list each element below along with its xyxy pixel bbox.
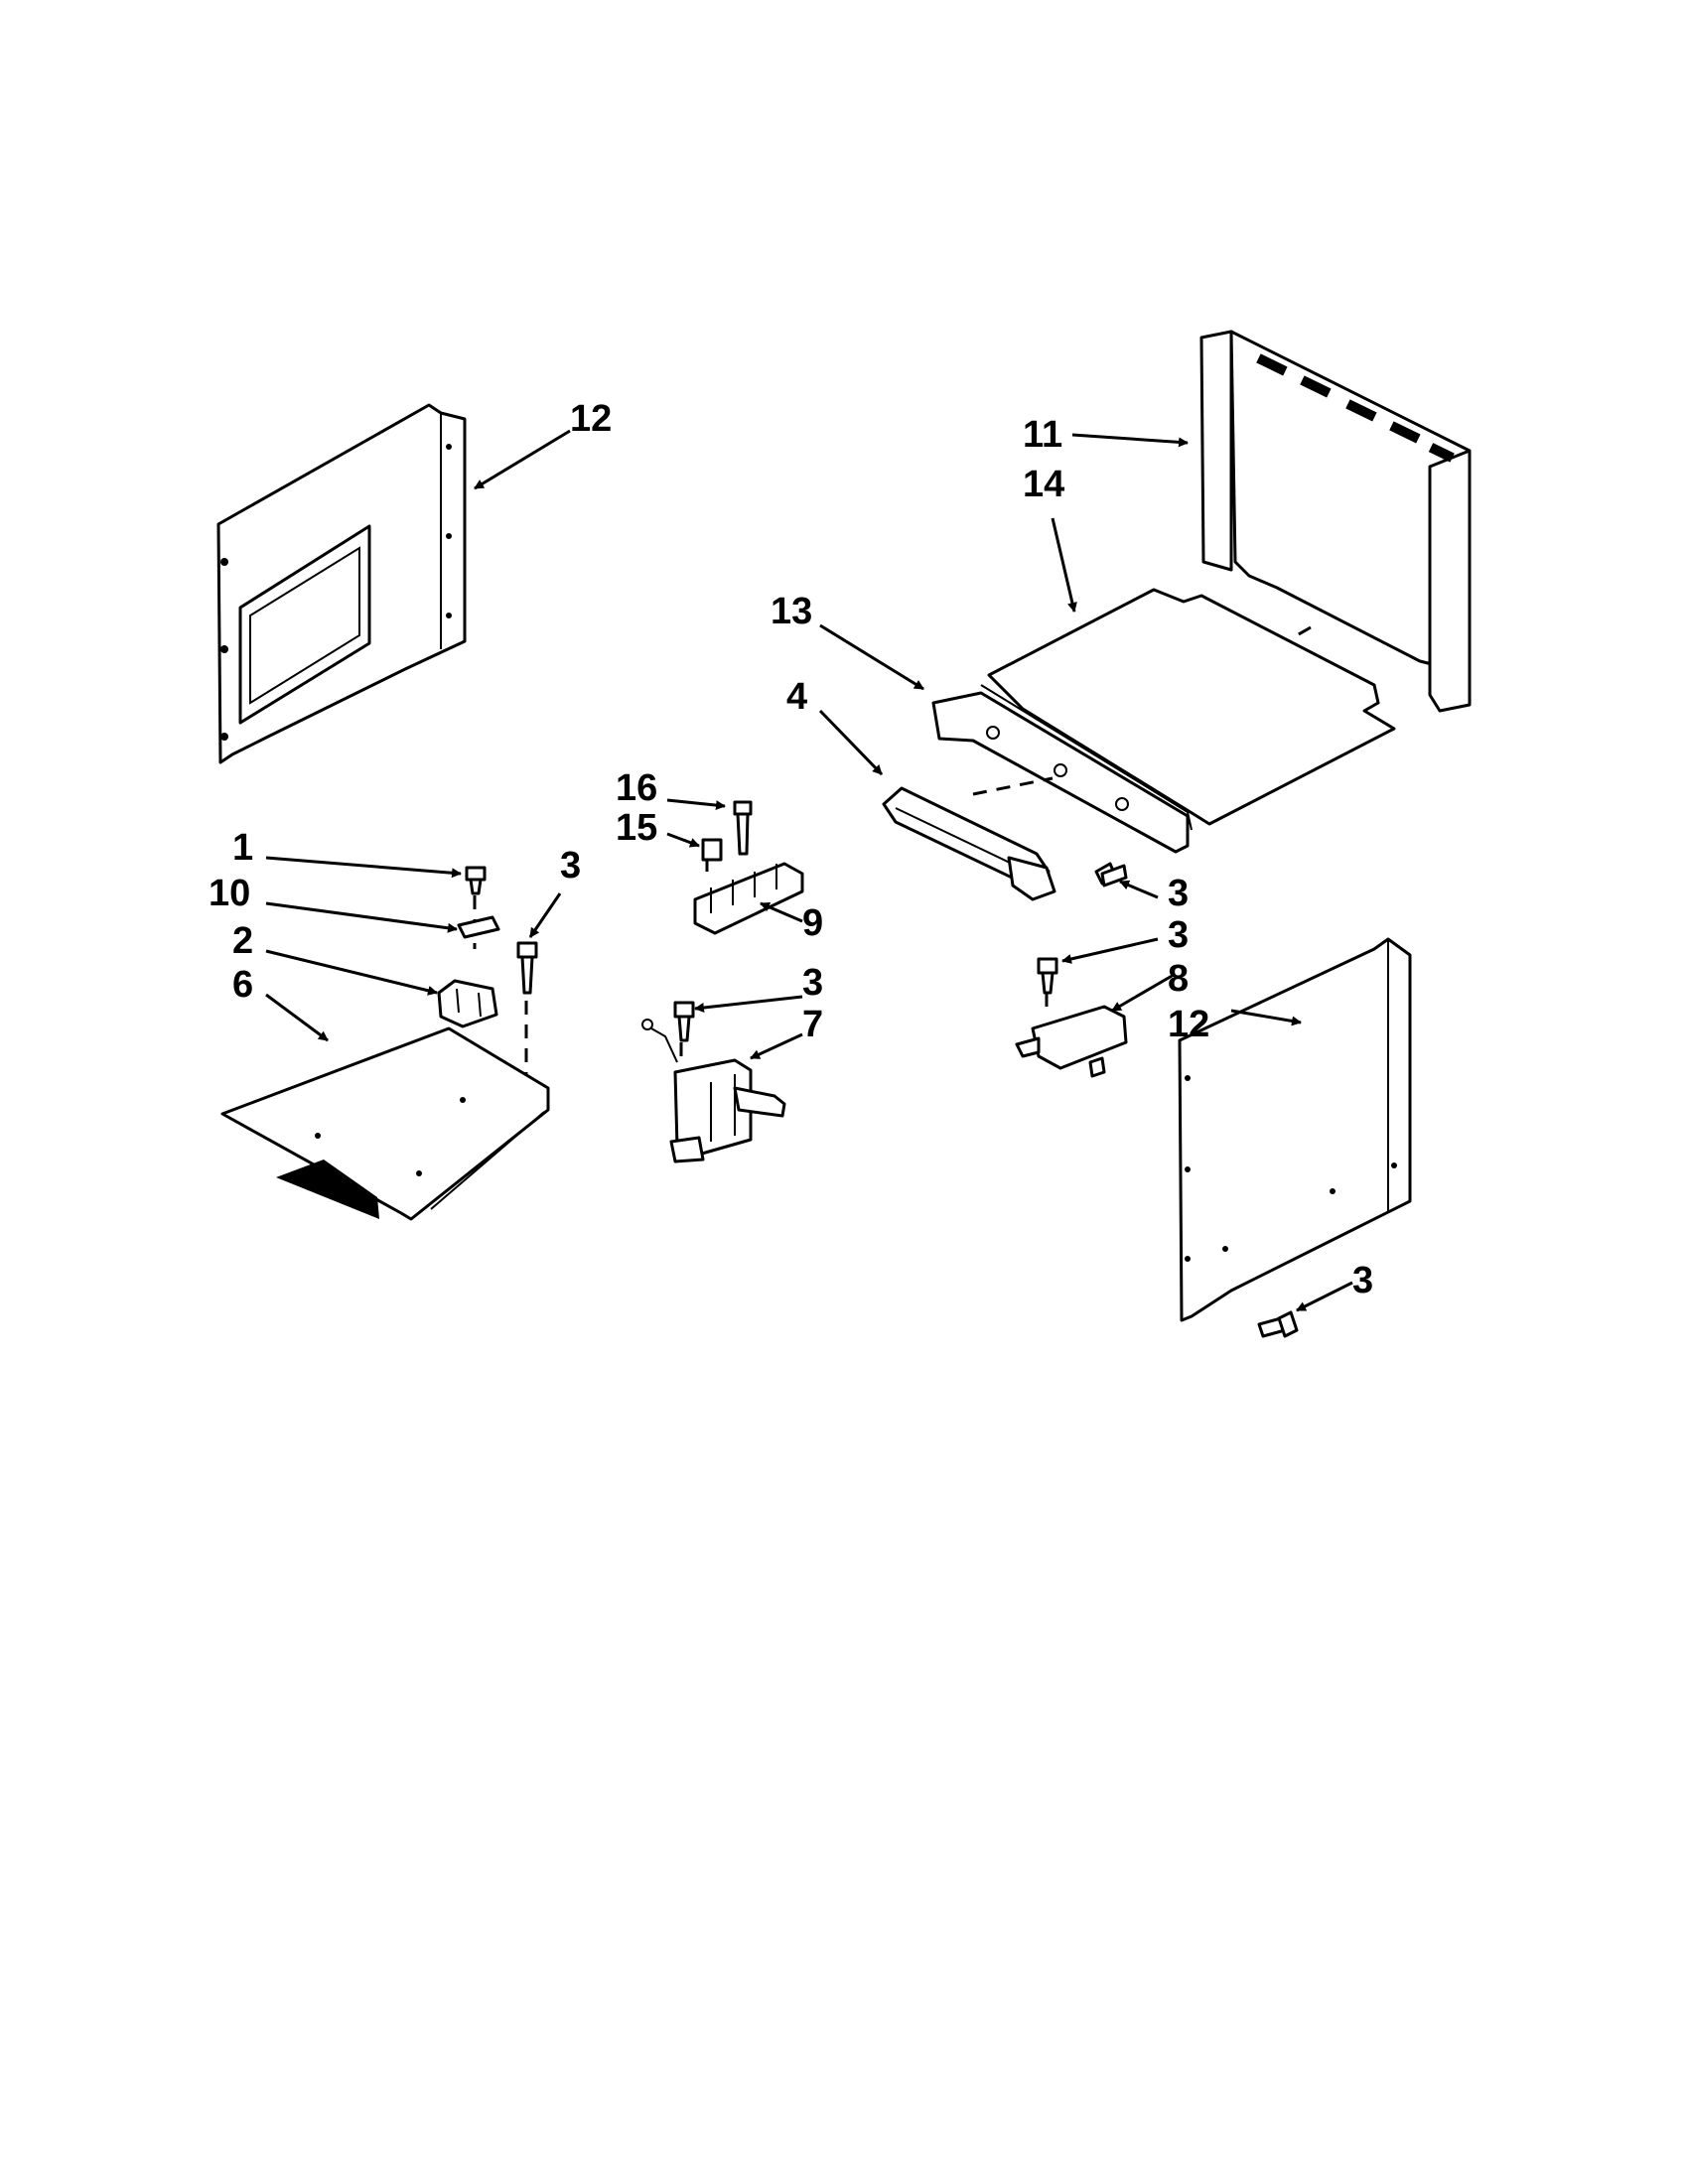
callout-3-c: 3 [1168, 873, 1189, 914]
dash-line [1296, 625, 1312, 637]
side-panel-left [216, 403, 467, 764]
callout-2: 2 [232, 920, 253, 962]
callout-3-e: 3 [1352, 1260, 1373, 1301]
fuse-holder [437, 979, 498, 1028]
screw [733, 800, 753, 856]
transformer [641, 1019, 786, 1163]
callout-3-b: 3 [802, 962, 823, 1004]
callout-12-lower: 12 [1168, 1004, 1209, 1045]
top-plate [980, 588, 1396, 831]
dash-line [972, 776, 1054, 796]
callout-8: 8 [1168, 958, 1189, 1000]
callout-14: 14 [1023, 464, 1064, 505]
callout-labels: 12 11 14 13 4 16 15 1 10 3 2 6 9 3 7 3 3… [209, 398, 1373, 1301]
fuse [457, 915, 500, 939]
element-assembly [882, 786, 1056, 901]
callout-16: 16 [616, 767, 657, 809]
screw [1257, 1310, 1299, 1338]
control-module [1015, 1005, 1128, 1078]
screw [465, 866, 487, 895]
callout-9: 9 [802, 902, 823, 944]
callout-4: 4 [786, 676, 807, 718]
callout-13: 13 [771, 591, 812, 632]
callout-1: 1 [232, 827, 253, 869]
callout-3-a: 3 [560, 845, 581, 887]
screw [673, 1001, 695, 1042]
back-panel [1199, 330, 1472, 713]
callout-15: 15 [616, 807, 657, 849]
bottom-tray [220, 1026, 550, 1221]
callout-10: 10 [209, 873, 250, 914]
screw [1037, 957, 1058, 995]
spacer [701, 838, 723, 862]
callout-7: 7 [802, 1004, 823, 1045]
terminal-block [693, 862, 804, 935]
leader-lines [265, 429, 1353, 1312]
callout-11: 11 [1023, 414, 1062, 456]
screw [1094, 862, 1128, 887]
callout-6: 6 [232, 964, 253, 1006]
front-bracket [931, 691, 1190, 854]
screw [516, 941, 538, 995]
side-panel-right [1178, 937, 1412, 1322]
callout-3-d: 3 [1168, 914, 1189, 956]
callout-12-upper: 12 [570, 398, 612, 440]
